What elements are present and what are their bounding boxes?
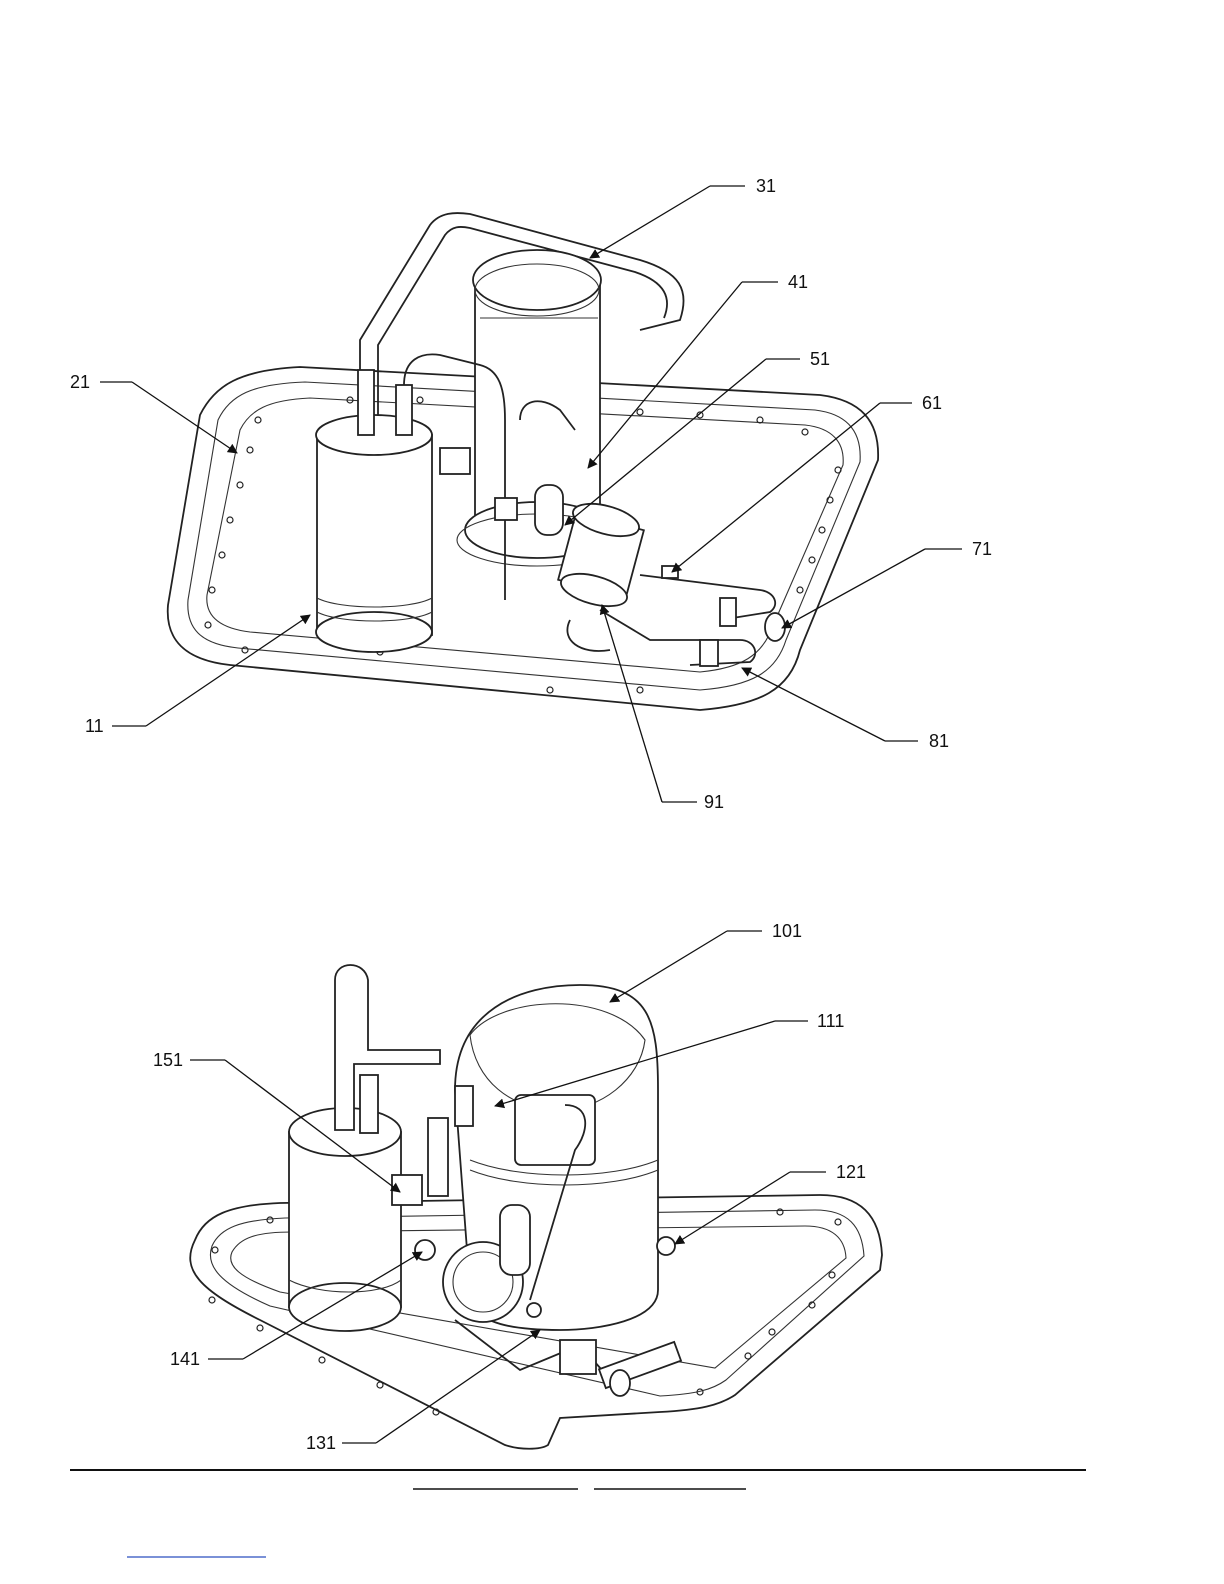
footer-rules	[70, 1470, 1086, 1557]
bottom-accumulator	[289, 965, 440, 1331]
callout-label-101: 101	[772, 921, 802, 941]
callout-label-41: 41	[788, 272, 808, 292]
callout-label-81: 81	[929, 731, 949, 751]
callout-51: 51	[565, 349, 830, 525]
callout-label-71: 71	[972, 539, 992, 559]
callout-label-141: 141	[170, 1349, 200, 1369]
callout-label-31: 31	[756, 176, 776, 196]
callout-label-11: 11	[85, 716, 104, 736]
callout-label-151: 151	[153, 1050, 183, 1070]
callout-21: 21	[70, 372, 237, 453]
callout-label-21: 21	[70, 372, 90, 392]
callout-label-121: 121	[836, 1162, 866, 1182]
callout-101: 101	[610, 921, 802, 1002]
callout-label-51: 51	[810, 349, 830, 369]
callout-131: 131	[306, 1330, 540, 1453]
top-accumulator	[316, 370, 432, 652]
callout-81: 81	[742, 668, 949, 751]
callout-121: 121	[675, 1162, 866, 1244]
callout-label-111: 111	[817, 1011, 844, 1031]
callout-91: 91	[602, 605, 724, 812]
callout-label-131: 131	[306, 1433, 336, 1453]
callout-label-91: 91	[704, 792, 724, 812]
callout-41: 41	[588, 272, 808, 468]
callout-label-61: 61	[922, 393, 942, 413]
callout-31: 31	[590, 176, 776, 258]
callout-71: 71	[782, 539, 992, 628]
bottom-assembly-drawing	[190, 965, 882, 1449]
top-assembly-drawing	[168, 213, 878, 710]
